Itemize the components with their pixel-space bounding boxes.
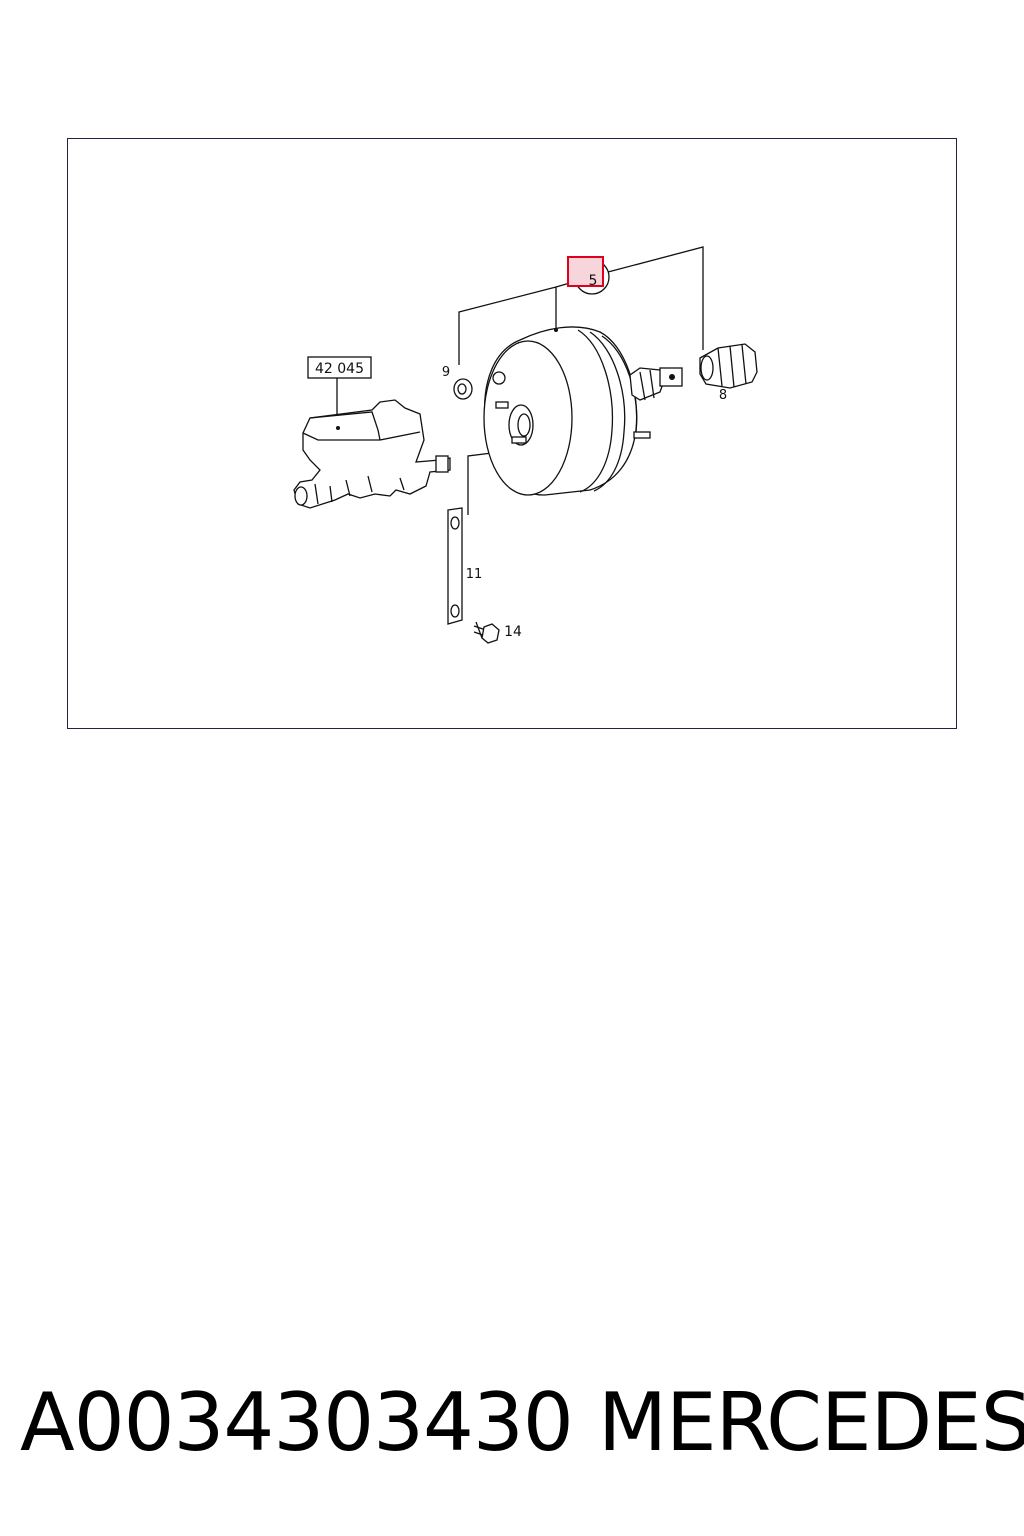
part-label-14: 14 [504,624,522,640]
part-5-callout[interactable]: 5 [567,256,610,295]
brake-booster-diagram: 42 045 9 8 11 [293,246,758,644]
ref-label-42045: 42 045 [315,361,364,377]
part-label-9: 9 [442,365,450,380]
part-label-8: 8 [719,388,727,403]
part-label-11: 11 [466,567,483,582]
brake-booster [483,326,683,496]
diagram-frame [67,138,957,729]
master-cylinder [293,399,451,509]
part-number: A0034303430 [20,1376,574,1469]
brand-name: MERCEDES [598,1376,1024,1469]
part-11-gasket: 11 [447,507,483,625]
part-9-grommet: 9 [442,365,473,400]
part-label-5: 5 [589,273,598,289]
ref-box-42045: 42 045 [307,356,372,379]
part-8-boot: 8 [699,343,758,403]
caption: A0034303430 MERCEDES [0,1368,1024,1478]
part-14-bolt: 14 [473,621,522,644]
